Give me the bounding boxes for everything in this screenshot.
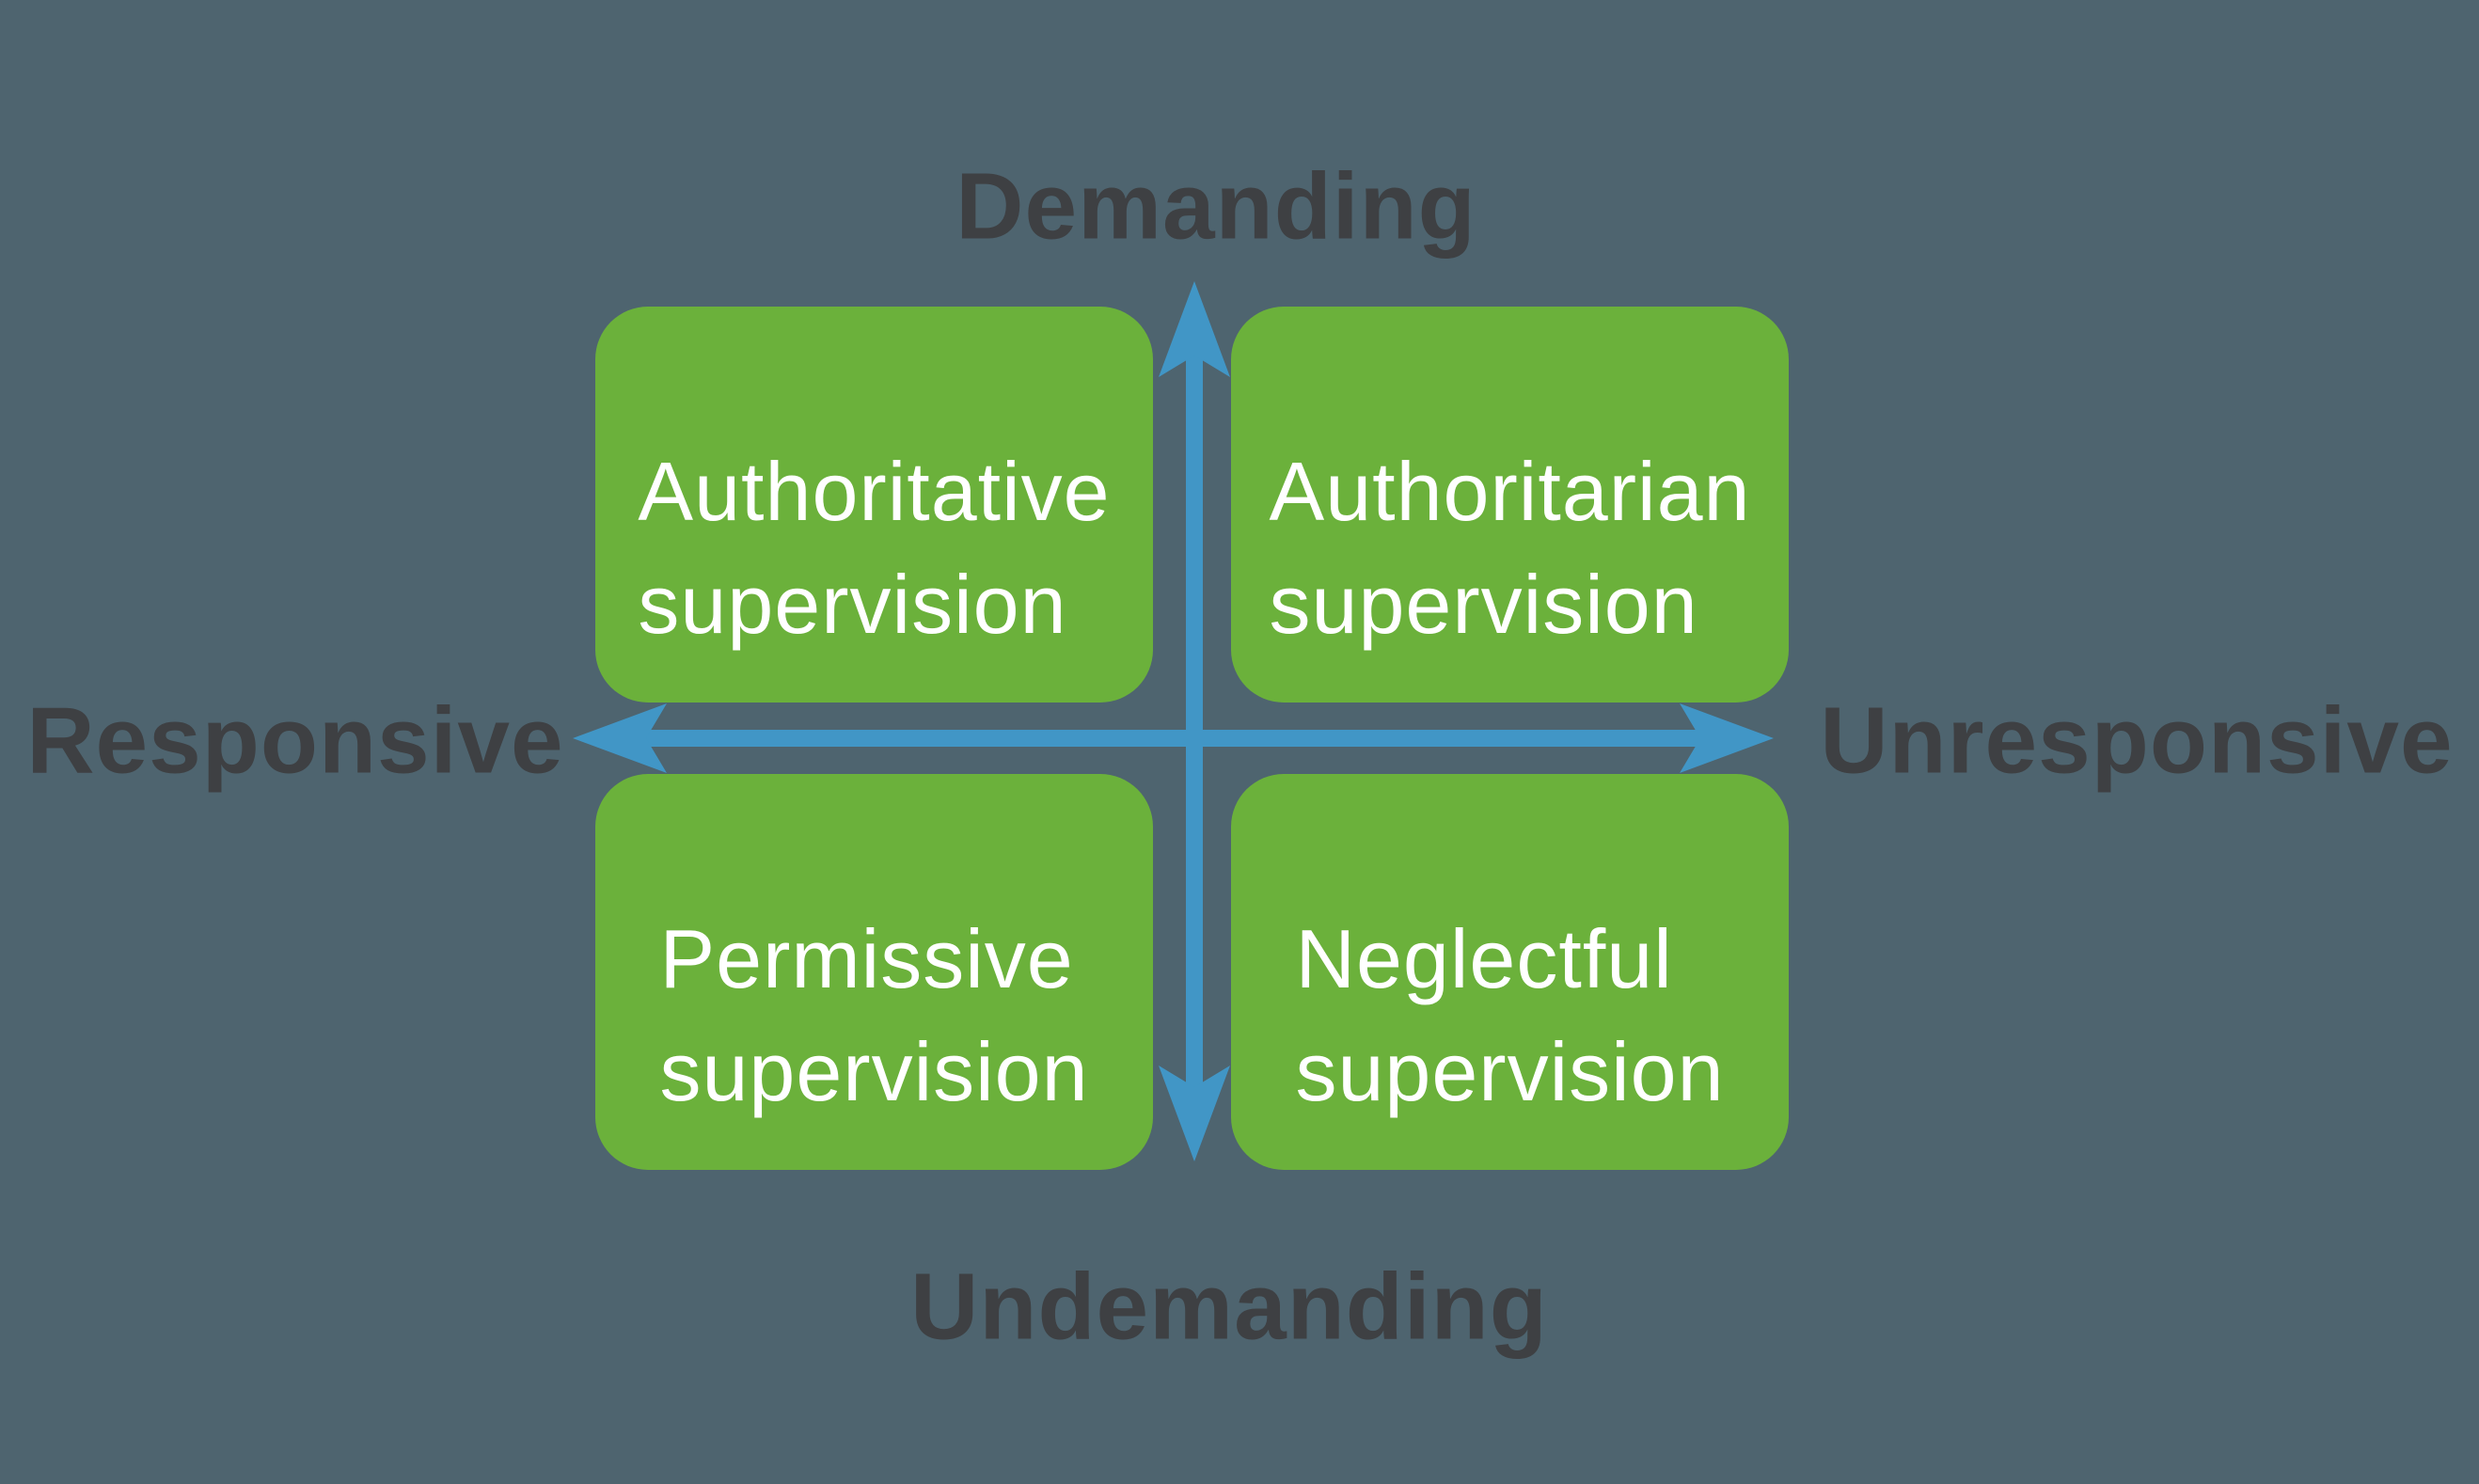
horizontal-axis-line bbox=[643, 730, 1702, 747]
axis-label-unresponsive: Unresponsive bbox=[1820, 687, 2454, 794]
quadrant-label-line2: supervision bbox=[1269, 557, 1698, 651]
arrowhead-right-icon bbox=[1680, 703, 1774, 773]
quadrant-label-line1: Authoritarian bbox=[1269, 444, 1751, 538]
quadrant-box-bottom-left: Permissive supervision bbox=[595, 774, 1153, 1170]
arrowhead-down-icon bbox=[1159, 1066, 1230, 1161]
quadrant-box-top-right: Authoritarian supervision bbox=[1231, 307, 1789, 703]
arrowhead-up-icon bbox=[1159, 281, 1230, 377]
axis-label-responsive: Responsive bbox=[26, 687, 564, 794]
quadrant-label: Permissive supervision bbox=[659, 903, 1088, 1129]
quadrant-label: Authoritative supervision bbox=[638, 435, 1110, 661]
quadrant-label: Authoritarian supervision bbox=[1270, 435, 1751, 661]
quadrant-label-line1: Authoritative bbox=[638, 444, 1111, 538]
quadrant-label-line1: Permissive bbox=[659, 911, 1074, 1005]
arrowhead-left-icon bbox=[573, 703, 667, 773]
quadrant-box-top-left: Authoritative supervision bbox=[595, 307, 1153, 703]
quadrant-label-line2: supervision bbox=[1295, 1024, 1725, 1118]
quadrant-label-line2: supervision bbox=[659, 1024, 1089, 1118]
axis-label-demanding: Demanding bbox=[955, 153, 1476, 260]
vertical-axis-line bbox=[1186, 353, 1203, 1090]
quadrant-label: Neglectful supervision bbox=[1295, 903, 1724, 1129]
quadrant-box-bottom-right: Neglectful supervision bbox=[1231, 774, 1789, 1170]
quadrant-label-line1: Neglectful bbox=[1295, 911, 1673, 1005]
quadrant-label-line2: supervision bbox=[638, 557, 1067, 651]
axis-label-undemanding: Undemanding bbox=[910, 1254, 1548, 1360]
